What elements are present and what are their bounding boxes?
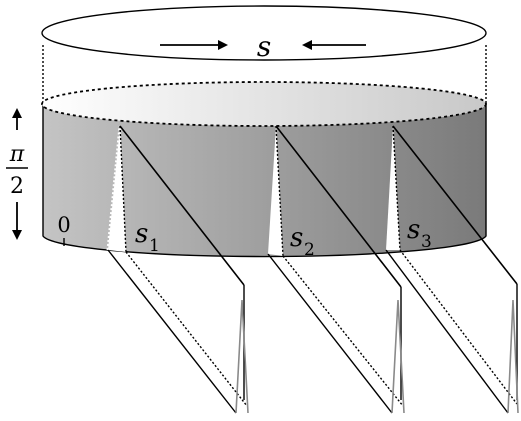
rotation-ellipse xyxy=(41,5,487,61)
rotation-indicator: s xyxy=(41,5,487,63)
cut-2-sheet-outer xyxy=(267,253,393,414)
cut-1-sheet xyxy=(107,249,249,414)
cylinder-band xyxy=(41,81,487,258)
cut-3-sheet xyxy=(385,249,519,414)
cut-3-slant xyxy=(392,125,518,285)
cut-3-label-sub: 3 xyxy=(421,232,432,252)
cut-1-edge-a xyxy=(106,125,122,251)
origin-label: 0 xyxy=(57,213,70,237)
cut-1-sheet-outer xyxy=(107,249,237,414)
cut-3-label: s 3 xyxy=(407,215,432,252)
labels: 0 s 1 s 2 s 3 xyxy=(57,213,432,260)
cut-3-sheet-outer xyxy=(385,249,509,414)
cut-2-sheet-fold xyxy=(391,299,405,414)
cut-1 xyxy=(106,125,249,414)
cut-3 xyxy=(385,125,519,414)
cut-1-label-sub: 1 xyxy=(149,236,160,256)
height-indicator: π 2 xyxy=(6,108,28,240)
cut-2-edge-b xyxy=(275,125,284,257)
cut-2-label-sub: 2 xyxy=(304,240,315,260)
cut-1-label-base: s xyxy=(135,219,148,249)
cut-1-label: s 1 xyxy=(135,219,160,256)
height-label-numerator: π xyxy=(9,142,25,167)
height-label-denominator: 2 xyxy=(10,174,24,199)
cut-2-slant xyxy=(275,125,402,288)
vertical-guides xyxy=(42,45,487,104)
cut-1-slant xyxy=(119,125,245,286)
cut-2-sheet xyxy=(267,253,405,414)
cut-3-gap xyxy=(386,126,400,250)
cut-2-label-base: s xyxy=(290,223,303,253)
cut-3-sheet-dotted xyxy=(399,249,518,405)
cut-1-sheet-dotted xyxy=(125,251,248,407)
rotation-label: s xyxy=(257,30,271,63)
cut-1-sheet-fold xyxy=(235,299,249,414)
cut-2-label: s 2 xyxy=(290,223,315,260)
cut-3-edge-b xyxy=(392,125,401,251)
cut-3-label-base: s xyxy=(407,215,420,245)
cut-3-sheet-fold xyxy=(507,299,519,414)
band-top-ellipse xyxy=(41,81,487,127)
cut-1-gap xyxy=(108,126,126,252)
cut-1-edge-b xyxy=(119,125,127,253)
cut-2-gap xyxy=(268,126,283,256)
cut-2-sheet-dotted xyxy=(282,255,404,407)
cut-2 xyxy=(267,125,405,414)
